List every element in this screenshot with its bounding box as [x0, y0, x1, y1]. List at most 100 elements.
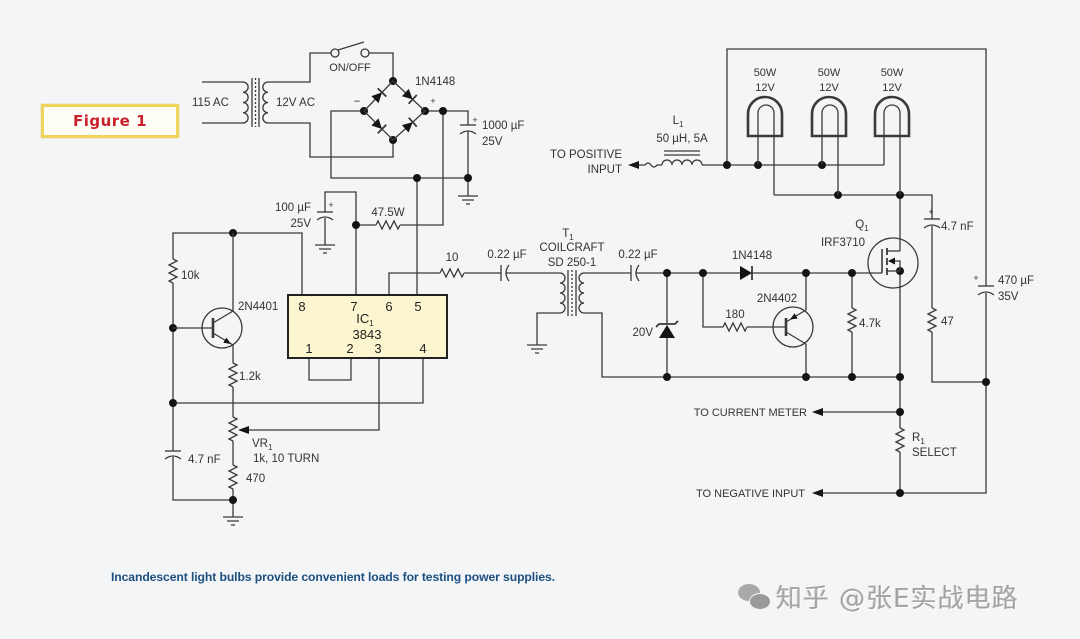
transformer-ref-sub: 1	[569, 233, 574, 242]
mains-transformer	[242, 78, 269, 127]
diode-label: 1N4148	[732, 250, 772, 262]
chat-bubble	[749, 592, 771, 610]
wire	[388, 272, 440, 295]
resistor-label: 10k	[181, 270, 200, 282]
bulb-voltage-label: 12V	[882, 82, 902, 94]
cap-polarity: +	[973, 273, 978, 283]
wire	[172, 232, 303, 295]
transistor-label: 2N4401	[238, 301, 278, 313]
sense-resistor-ref-sub: 1	[920, 437, 925, 446]
current-meter-label: TO CURRENT METER	[694, 407, 807, 419]
resistor-47	[926, 307, 938, 333]
wire	[638, 162, 662, 168]
wire	[702, 273, 723, 328]
primary-coil	[559, 272, 566, 314]
inductor-core	[664, 150, 700, 156]
resistor-4-7k	[846, 307, 858, 333]
junction-dot	[982, 378, 990, 386]
bulb-power-label: 50W	[754, 67, 777, 79]
ground-icon	[223, 516, 243, 526]
ground-icon	[458, 195, 478, 205]
diode-triangle	[740, 266, 752, 280]
junction-dot	[896, 489, 904, 497]
mosfet-q1	[867, 237, 919, 289]
inductor-l1	[661, 150, 703, 166]
switch-label: ON/OFF	[329, 62, 371, 74]
secondary-label: 12V AC	[276, 97, 315, 109]
cap-value-label: 4.7 nF	[188, 454, 221, 466]
ic-pin-label: 6	[385, 299, 392, 314]
cap-plate-curved	[316, 216, 334, 221]
pot-value-label: 1k, 10 TURN	[253, 453, 319, 465]
inductor-coil	[661, 159, 703, 166]
bulb	[746, 95, 784, 195]
cap-polarity: +	[328, 200, 333, 210]
resistor-47-5w	[375, 219, 401, 231]
resistor-label: 47	[941, 316, 954, 328]
cap-plate-curved	[977, 291, 995, 296]
wires	[172, 48, 987, 517]
junction-dot	[229, 496, 237, 504]
primary-coil	[242, 81, 249, 124]
emitter-arrow	[223, 337, 231, 344]
bulb-filament	[821, 104, 839, 195]
arrow-left-icon	[628, 161, 639, 169]
junction-dot	[848, 269, 856, 277]
resistor-label: 47.5W	[371, 207, 404, 219]
resistor-r1	[894, 427, 906, 453]
secondary-coil	[262, 81, 269, 124]
inductor-value-label: 50 µH, 5A	[656, 133, 708, 145]
positive-input-label: TO POSITIVE	[550, 149, 622, 161]
wire	[536, 312, 560, 345]
ic-pin-label: 4	[419, 341, 426, 356]
diode-symbol	[371, 118, 387, 134]
wechat-icon	[738, 582, 772, 612]
ic-3843: 8 7 6 5 IC1 3843 1 2 3 4	[287, 294, 448, 359]
bulb-icon	[873, 95, 911, 138]
ground-symbols	[223, 195, 547, 526]
sense-resistor-ref-label: R1	[912, 432, 925, 446]
ic-pin-label: 1	[305, 341, 312, 356]
inductor-ref-label: L1	[673, 115, 684, 129]
ic-ref-label: IC1	[356, 311, 374, 328]
bridge-label: 1N4148	[415, 76, 455, 88]
capacitor-1000uf	[459, 124, 477, 135]
ic-pin-label: 2	[346, 341, 353, 356]
switch-contact	[360, 48, 370, 58]
junction-dot	[464, 174, 472, 182]
arrow-left-icon	[812, 408, 823, 416]
bulb-icon	[810, 95, 848, 138]
capacitor-0-22uf-out	[630, 264, 640, 282]
cap-value-label: 100 µF	[275, 202, 311, 214]
pot-ref: VR	[252, 438, 268, 450]
ground-icon	[527, 344, 547, 354]
figure-caption: Incandescent light bulbs provide conveni…	[111, 570, 555, 584]
junction-dot	[663, 269, 671, 277]
transformer-core	[251, 78, 260, 127]
ic-part-label: 3843	[353, 327, 382, 342]
ic-ref: IC	[356, 311, 369, 326]
wire	[268, 52, 331, 83]
junction-dot	[699, 269, 707, 277]
cap-value-label: 0.22 µF	[618, 249, 657, 261]
transformer-ref-label: T1	[562, 228, 574, 242]
watermark: 知乎 @张E实战电路	[738, 578, 1019, 615]
ic-pin-label: 3	[374, 341, 381, 356]
capacitor-470uf	[977, 285, 995, 296]
diode-symbol	[371, 87, 387, 104]
resistor-470	[227, 464, 239, 490]
figure-label-text: Figure 1	[72, 112, 148, 130]
cap-polarity: +	[472, 115, 477, 125]
resistor-180	[722, 321, 748, 333]
ic-ref-sub: 1	[369, 319, 374, 328]
transformer-ref: T	[562, 228, 569, 240]
diode-symbol	[401, 88, 418, 105]
junction-dot	[723, 161, 731, 169]
cap-plate-curved	[923, 224, 941, 229]
mosfet-ref-sub: 1	[864, 224, 869, 233]
wire	[931, 226, 986, 383]
junction-dot	[663, 373, 671, 381]
capacitor-0-22uf-in	[500, 264, 510, 282]
transistor-collector	[212, 233, 234, 324]
transistor-2n4402	[772, 306, 814, 348]
